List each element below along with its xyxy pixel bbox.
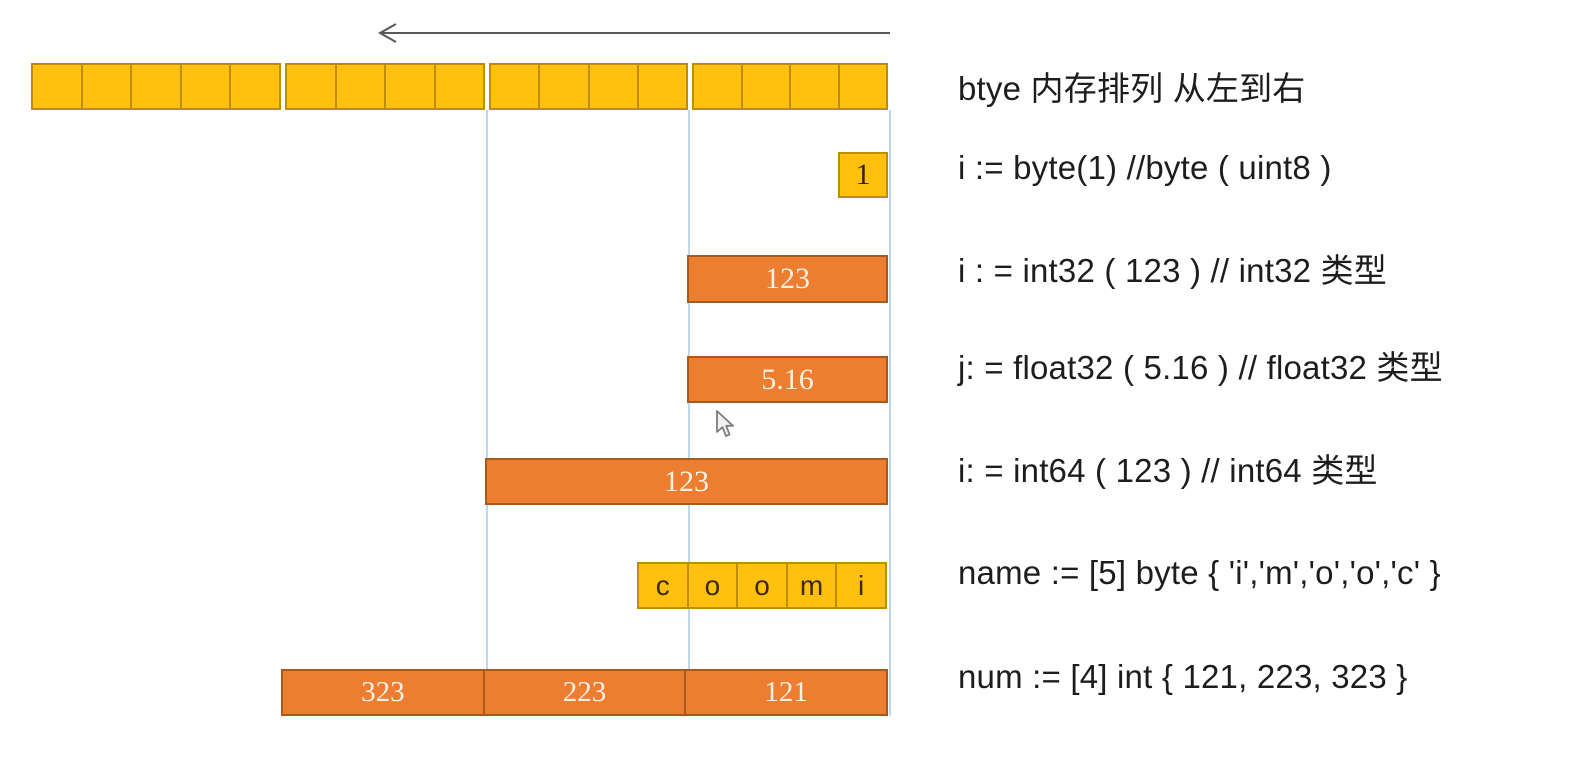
memory-cell (386, 63, 436, 110)
memory-cell (589, 63, 639, 110)
num-value-cell: 121 (686, 669, 889, 716)
int64-value-box: 123 (485, 458, 888, 505)
memory-cell (82, 63, 133, 110)
memory-cell-group (489, 63, 688, 110)
memory-cell (132, 63, 182, 110)
name-letter-cell: i (837, 562, 887, 609)
annotation-float32: j: = float32 ( 5.16 ) // float32 类型 (958, 349, 1443, 386)
memory-cell-group (285, 63, 485, 110)
memory-row (31, 63, 888, 110)
num-value-cell: 223 (484, 669, 687, 716)
annotation-name: name := [5] byte { 'i','m','o','o','c' } (958, 554, 1441, 591)
byte-value: 1 (855, 158, 871, 191)
annotation-title: btye 内存排列 从左到右 (958, 70, 1306, 107)
left-direction-arrow-icon (377, 23, 890, 43)
memory-cell (839, 63, 888, 110)
memory-cell (489, 63, 541, 110)
memory-cell (231, 63, 281, 110)
memory-cell (638, 63, 688, 110)
name-letter-cell: o (688, 562, 739, 609)
annotation-num: num := [4] int { 121, 223, 323 } (958, 658, 1408, 695)
memory-cell-group (692, 63, 888, 110)
annotation-int32: i : = int32 ( 123 ) // int32 类型 (958, 252, 1387, 289)
name-letter-cell: o (738, 562, 788, 609)
num-value-cell: 323 (281, 669, 485, 716)
memory-cell (336, 63, 386, 110)
memory-cell-group (31, 63, 281, 110)
memory-cell (285, 63, 337, 110)
guide-line-8byte (486, 110, 488, 670)
memory-cell (540, 63, 590, 110)
int32-value-box: 123 (687, 255, 888, 303)
name-letter-cell: c (637, 562, 689, 609)
int64-value: 123 (664, 464, 709, 498)
memory-cell (435, 63, 485, 110)
float32-value: 5.16 (761, 362, 814, 396)
mouse-cursor-icon (716, 410, 734, 437)
memory-cell (181, 63, 232, 110)
memory-cell (31, 63, 83, 110)
memory-cell (742, 63, 791, 110)
int32-value: 123 (765, 262, 810, 295)
name-letter-cell: m (787, 562, 838, 609)
float32-value-box: 5.16 (687, 356, 888, 403)
byte-value-box: 1 (838, 152, 888, 198)
guide-line-right-edge (889, 110, 891, 716)
memory-cell (692, 63, 743, 110)
annotation-int64: i: = int64 ( 123 ) // int64 类型 (958, 452, 1378, 489)
annotation-byte: i := byte(1) //byte ( uint8 ) (958, 149, 1332, 186)
memory-cell (791, 63, 840, 110)
